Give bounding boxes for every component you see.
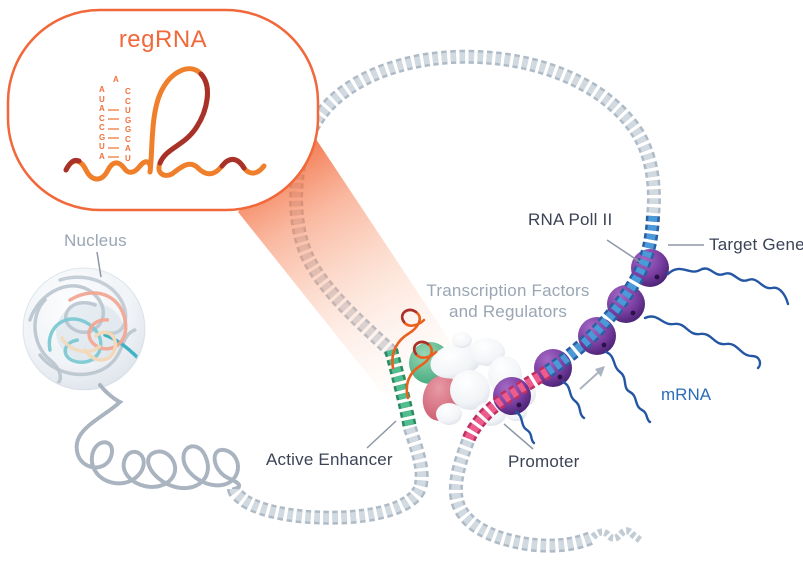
base-pair-bond <box>108 128 119 130</box>
promoter-leader-line <box>503 423 534 450</box>
nucleotide: A <box>125 144 131 153</box>
target-gene-segment <box>543 215 660 378</box>
mrna-arrow-icon <box>579 366 605 390</box>
base-pair-bond <box>108 137 119 139</box>
dna-tail <box>590 527 643 543</box>
active-enhancer-leader-line <box>366 420 397 449</box>
callout-title: regRNA <box>118 26 208 53</box>
transcription-factors-label: Transcription Factors and Regulators <box>415 280 601 322</box>
leader-lines <box>96 239 704 450</box>
chromatin-tangle-inner <box>28 275 142 388</box>
base-pair-bond <box>108 147 119 149</box>
rna-pol-leader-line <box>606 239 641 263</box>
nucleotide: A <box>99 85 105 94</box>
nucleotide: U <box>99 142 105 151</box>
base-pair-bond <box>108 118 119 120</box>
mrna-label: mRNA <box>661 385 712 404</box>
beam <box>238 124 456 400</box>
promoter-label: Promoter <box>508 452 580 471</box>
nucleus-leader-line <box>96 251 102 278</box>
active-enhancer-label: Active Enhancer <box>266 450 393 469</box>
nucleus-label: Nucleus <box>64 231 127 250</box>
nucleotide: C <box>99 123 105 132</box>
nucleotide: U <box>125 106 131 115</box>
promoter-segment <box>461 366 551 444</box>
regrna-at-enhancer <box>391 308 438 400</box>
tf-label-line1: Transcription Factors <box>426 281 590 300</box>
nucleotide: C <box>125 97 131 106</box>
nucleotide: A <box>99 104 105 113</box>
nucleotide: C <box>125 87 131 96</box>
nucleotide: C <box>99 114 105 123</box>
nucleotide: G <box>125 125 132 134</box>
nucleus-sphere <box>22 267 146 391</box>
nucleotide: G <box>125 116 132 125</box>
chromatin-tangle-outer <box>74 383 242 491</box>
base-pair-bond <box>108 109 119 111</box>
nucleotide: A <box>99 152 105 161</box>
base-pair-bond <box>108 156 119 158</box>
nucleotide: C <box>125 135 131 144</box>
rna-pol-label: RNA Poll II <box>528 210 613 229</box>
nucleotide: G <box>99 133 106 142</box>
mrna-strands <box>514 267 790 445</box>
target-gene-label: Target Gene <box>709 235 803 254</box>
active-enhancer-segment <box>384 348 417 430</box>
nucleotide: U <box>99 95 105 104</box>
tf-label-line2: and Regulators <box>448 302 568 321</box>
nucleotide: U <box>125 154 131 163</box>
nucleotide: A <box>113 75 119 84</box>
regrna-ribbon <box>63 66 267 182</box>
